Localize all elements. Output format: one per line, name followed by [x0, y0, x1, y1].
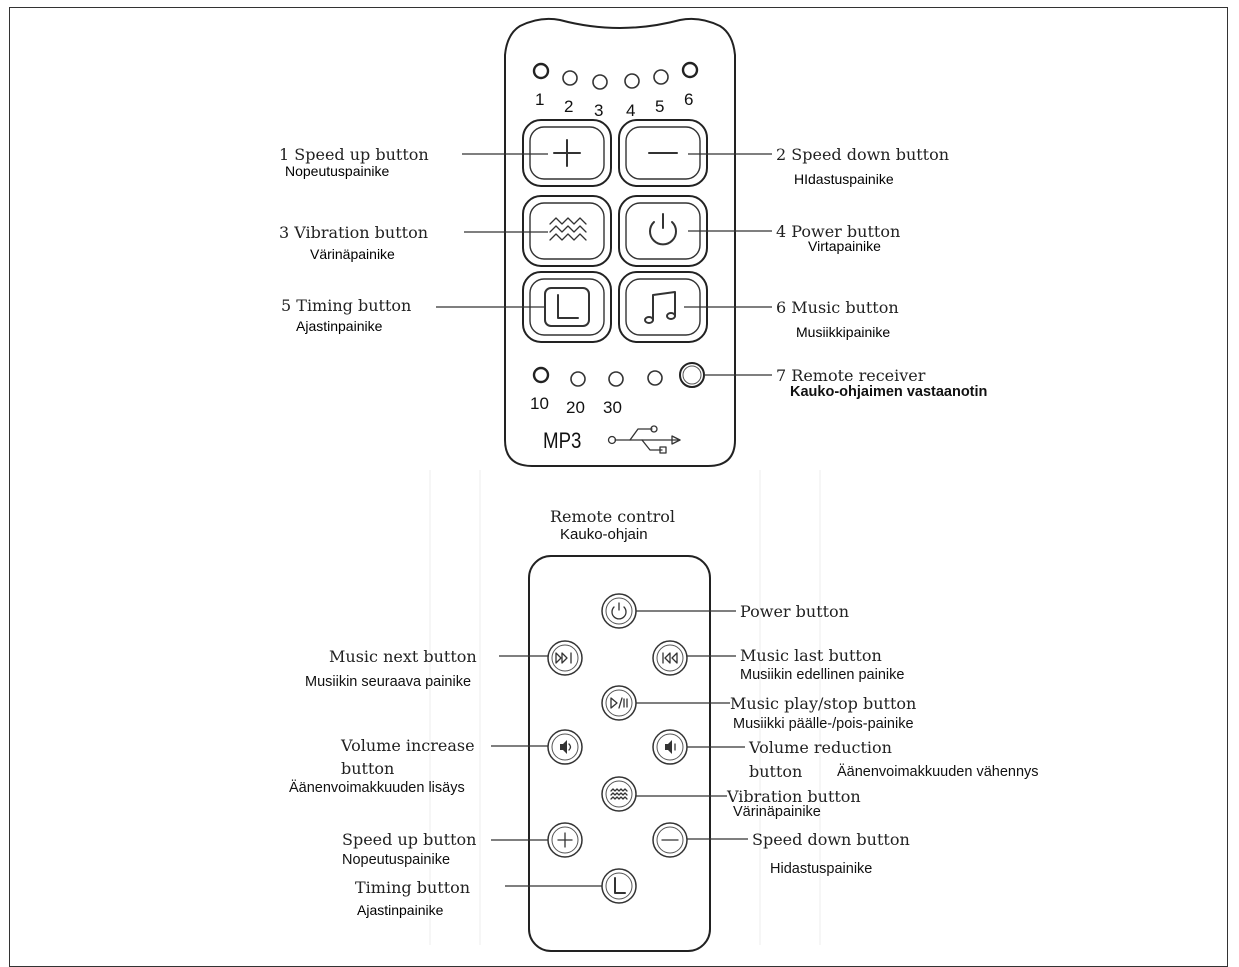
speed-led-label-5: 5 — [655, 97, 664, 116]
remote-callout-speed-down-translation: Hidastuspainike — [770, 861, 872, 877]
timer-led-30 — [608, 371, 624, 387]
remote-callout-vol-down-label-2: button — [749, 762, 802, 781]
remote-callout-last-label: Music last button — [740, 646, 882, 665]
controller-power-button[interactable] — [618, 195, 708, 267]
play-pause-icon — [610, 697, 628, 709]
callout-receiver-translation: Kauko-ohjaimen vastaanotin — [790, 384, 987, 400]
controller-music-button[interactable] — [618, 271, 708, 343]
remote-callouts: Power button Music next button Musiikin … — [289, 602, 1039, 918]
remote-callout-next-label: Music next button — [329, 647, 477, 666]
speed-led-row: 1 2 3 4 5 6 — [532, 61, 699, 120]
controller-speed-up-button[interactable] — [522, 119, 612, 187]
callout-power-label: 4 Power button — [776, 222, 900, 241]
remote-power-button[interactable] — [601, 593, 637, 629]
remote-timing-button[interactable] — [601, 868, 637, 904]
speed-led-label-1: 1 — [535, 90, 544, 109]
callout-timing-translation: Ajastinpainike — [296, 318, 383, 334]
wave-icon — [549, 217, 587, 241]
remote-callout-vibration-translation: Värinäpainike — [733, 804, 821, 820]
remote-callout-vol-down-label-1: Volume reduction — [748, 738, 892, 757]
timer-l-icon — [614, 877, 626, 894]
speed-led-3 — [592, 74, 608, 90]
speed-led-5 — [653, 69, 669, 85]
callout-music-translation: Musiikkipainike — [796, 324, 890, 340]
power-icon — [649, 213, 677, 246]
controller-panel: 1 2 3 4 5 6 — [504, 17, 736, 467]
speed-led-2 — [562, 70, 578, 86]
remote-volume-increase-button[interactable] — [547, 729, 583, 765]
speed-led-label-3: 3 — [594, 101, 603, 120]
speed-led-1 — [532, 62, 550, 80]
remote-callout-speed-down-label: Speed down button — [752, 830, 910, 849]
plus-icon — [557, 832, 573, 848]
remote-callout-vibration-label: Vibration button — [726, 787, 861, 806]
remote-callout-vol-up-label-2: button — [341, 759, 394, 778]
timer-led-10 — [532, 366, 550, 384]
timer-led-label-20: 20 — [566, 398, 585, 417]
remote-callout-vol-up-translation: Äänenvoimakkuuden lisäys — [289, 779, 465, 796]
callout-speed-up-translation: Nopeutuspainike — [285, 163, 390, 179]
timer-led-20 — [570, 371, 586, 387]
controller-vibration-button[interactable] — [522, 195, 612, 267]
mp3-label: MP3 — [543, 430, 581, 454]
remote-callout-power-label: Power button — [740, 602, 849, 621]
remote-callout-speed-up-translation: Nopeutuspainike — [342, 852, 450, 868]
speed-led-label-2: 2 — [564, 97, 573, 116]
timer-led-extra — [647, 370, 663, 386]
remote-callout-next-translation: Musiikin seuraava painike — [305, 674, 471, 690]
timer-led-row: 10 20 30 — [530, 366, 663, 417]
callout-speed-down-label: 2 Speed down button — [776, 145, 949, 164]
callout-timing-label: 5 Timing button — [281, 296, 411, 315]
timer-led-label-10: 10 — [530, 394, 549, 413]
callout-vibration-label: 3 Vibration button — [279, 223, 428, 242]
callout-speed-down-translation: HIdastuspainike — [794, 171, 894, 187]
remote-receiver-sensor — [679, 362, 705, 388]
remote-music-next-button[interactable] — [547, 640, 583, 676]
volume-up-icon — [560, 740, 572, 754]
remote-title: Remote control — [550, 507, 675, 526]
remote-callout-speed-up-label: Speed up button — [342, 830, 476, 849]
speed-led-label-4: 4 — [626, 101, 635, 120]
remote-music-last-button[interactable] — [652, 640, 688, 676]
callout-speed-up-label: 1 Speed up button — [279, 145, 429, 164]
usb-icon — [607, 425, 681, 454]
volume-down-icon — [665, 740, 676, 754]
remote-speed-up-button[interactable] — [547, 822, 583, 858]
remote-callout-vol-down-translation: Äänenvoimakkuuden vähennys — [837, 763, 1039, 780]
callout-vibration-translation: Värinäpainike — [310, 246, 395, 262]
speed-led-6 — [681, 61, 699, 79]
callout-power-translation: Virtapainike — [808, 238, 881, 254]
remote-callout-vol-up-label-1: Volume increase — [340, 736, 475, 755]
remote-play-stop-button[interactable] — [601, 685, 637, 721]
skip-forward-icon — [555, 652, 572, 664]
background-gridlines — [429, 470, 821, 945]
wave-icon — [610, 788, 628, 800]
speed-led-label-6: 6 — [684, 90, 693, 109]
callout-receiver-label: 7 Remote receiver — [776, 366, 926, 385]
skip-back-icon — [662, 652, 678, 664]
remote-callout-last-translation: Musiikin edellinen painike — [740, 667, 904, 683]
remote-volume-reduction-button[interactable] — [652, 729, 688, 765]
remote-callout-timing-translation: Ajastinpainike — [357, 902, 444, 918]
power-icon — [611, 602, 627, 620]
remote-title-translation: Kauko-ohjain — [560, 526, 648, 543]
remote-callout-play-translation: Musiikki päälle-/pois-painike — [733, 716, 914, 732]
remote-control — [528, 555, 711, 952]
remote-vibration-button[interactable] — [601, 776, 637, 812]
callout-music-label: 6 Music button — [776, 298, 899, 317]
plus-icon — [553, 139, 581, 167]
speed-led-4 — [624, 73, 640, 89]
remote-callout-play-label: Music play/stop button — [730, 694, 916, 713]
remote-callout-timing-label: Timing button — [355, 878, 470, 897]
controller-speed-down-button[interactable] — [618, 119, 708, 187]
timer-led-label-30: 30 — [603, 398, 622, 417]
remote-speed-down-button[interactable] — [652, 822, 688, 858]
controller-callouts: 1 Speed up button Nopeutuspainike 2 Spee… — [279, 145, 987, 400]
music-note-icon — [644, 291, 676, 324]
controller-timing-button[interactable] — [522, 271, 612, 343]
